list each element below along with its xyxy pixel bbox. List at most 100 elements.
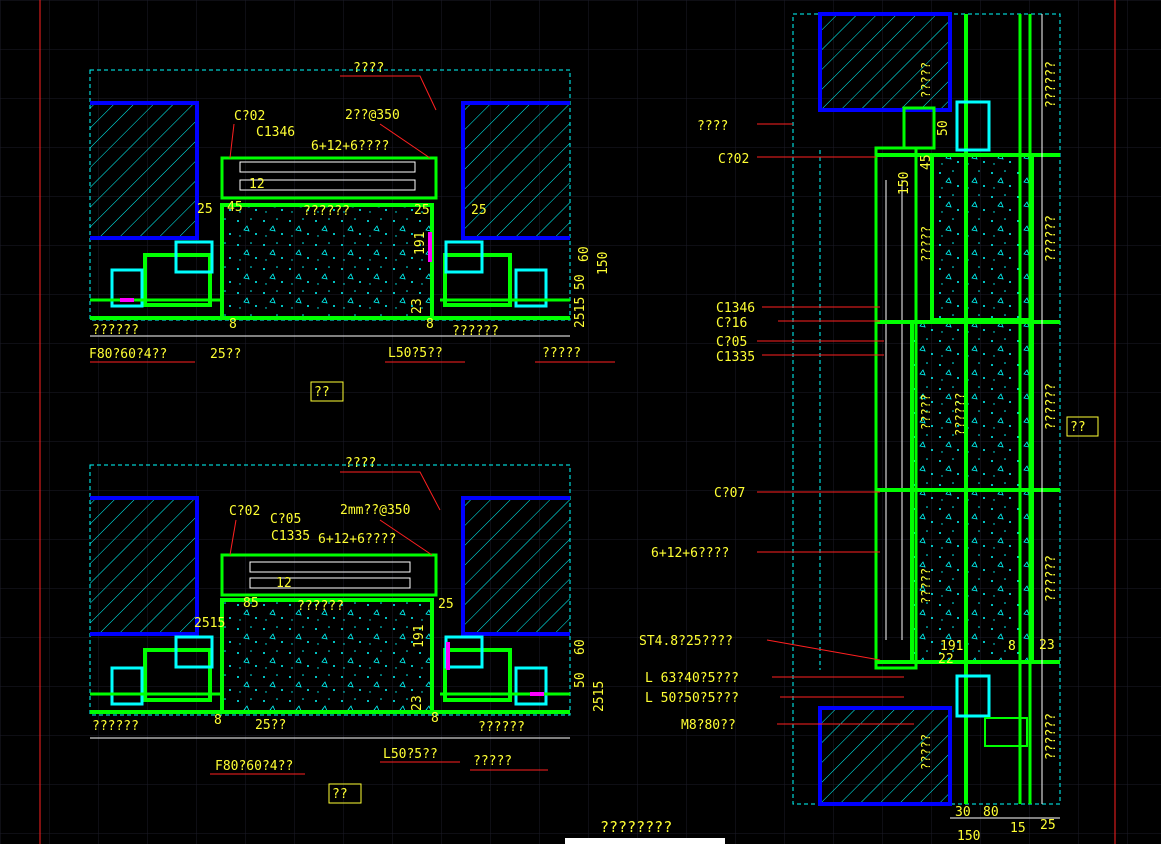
leader-st48 — [766, 639, 881, 661]
dim-25b: 25 — [414, 203, 430, 218]
label-top: ???? — [345, 456, 376, 471]
bracket-left-a — [174, 240, 214, 274]
inner-label-3: ?????? — [953, 393, 967, 436]
caption: ?? — [1070, 420, 1086, 435]
panel-1 — [930, 153, 1034, 322]
bracket-left-b — [110, 268, 144, 308]
label-c1346: C1346 — [716, 301, 755, 316]
v-label-1: ?????? — [1044, 61, 1059, 108]
bracket-top-2 — [902, 106, 936, 150]
caption: ?? — [332, 787, 348, 802]
label-c05: C?05 — [716, 335, 747, 350]
title-underline — [565, 838, 725, 844]
dim-85: 85 — [243, 596, 259, 611]
caption-box — [328, 783, 362, 804]
dim-22: 22 — [938, 652, 954, 667]
caption-box — [310, 381, 344, 402]
bottom-left-label: ?????? — [92, 323, 139, 338]
glass-pane — [249, 561, 411, 573]
label-anchor: 2??@350 — [345, 108, 400, 123]
dim-191: 191 — [413, 232, 428, 255]
label-glass: 6+12+6???? — [651, 546, 729, 561]
dim-8b: 8 — [426, 317, 434, 332]
label-st48: ST4.8?25???? — [639, 634, 733, 649]
bracket-bottom — [955, 674, 991, 718]
dim-12: 12 — [249, 177, 265, 192]
dim-50: 50 — [573, 672, 588, 688]
center-label: ?????? — [303, 204, 350, 219]
label-c16: C?16 — [716, 316, 747, 331]
label-c02: C?02 — [229, 504, 260, 519]
label-c02: C?02 — [234, 109, 265, 124]
wall-right — [461, 496, 570, 636]
dim-2515: 2515 — [194, 616, 225, 631]
concrete-panel — [220, 598, 434, 714]
label-c1346: C1346 — [256, 125, 295, 140]
dim-150v: 150 — [897, 172, 912, 195]
wall-right — [461, 101, 570, 240]
dim-60: 60 — [573, 639, 588, 655]
l50-label: L50?5?? — [383, 747, 438, 762]
window-frame — [220, 156, 438, 200]
caption: ?? — [314, 385, 330, 400]
dim-23: 23 — [410, 695, 425, 711]
bottom-right-label: ????? — [473, 754, 512, 769]
dim-23: 23 — [1039, 638, 1055, 653]
concrete-panel — [220, 203, 434, 320]
dim-8a: 8 — [229, 317, 237, 332]
dim-50: 50 — [573, 274, 588, 290]
bracket-right-a — [444, 240, 484, 274]
bracket-bottom-2 — [984, 717, 1028, 747]
v-label-4: ?????? — [1044, 555, 1059, 602]
dim-8b: 8 — [431, 711, 439, 726]
window-frame — [220, 553, 438, 597]
dim-8: 8 — [1008, 639, 1016, 654]
wall-top — [818, 12, 952, 112]
label-c05: C?05 — [270, 512, 301, 527]
dim-191: 191 — [940, 639, 963, 654]
label-c07: C?07 — [714, 486, 745, 501]
dim-25mm: 25?? — [255, 718, 286, 733]
glass-pane — [239, 161, 416, 173]
wall-left — [90, 496, 199, 636]
dim-80: 80 — [983, 805, 999, 820]
label-top: ???? — [353, 61, 384, 76]
v-label-3: ?????? — [1044, 383, 1059, 430]
dim-25: 25 — [1040, 818, 1056, 833]
sill-bracket-right — [443, 648, 512, 702]
leader-c02 — [229, 519, 237, 556]
drawing-title: ???????? — [600, 818, 672, 836]
bottom-mid-label: ?????? — [478, 720, 525, 735]
dim-60: 60 — [577, 246, 592, 262]
label-anchor: 2mm??@350 — [340, 503, 410, 518]
center-label: ?????? — [297, 599, 344, 614]
sill-bracket-right — [443, 253, 512, 307]
dim-23: 23 — [410, 298, 425, 314]
dim-45: 45 — [919, 154, 934, 170]
dim-25: 25 — [438, 597, 454, 612]
section-right: ???? C?02 C1346 C?16 C?05 C1335 C?07 6+1… — [639, 12, 1099, 844]
detail-top-left: ???? C?02 C1346 2??@350 6+12+6???? 12 25… — [89, 61, 615, 402]
label-glass: 6+12+6???? — [311, 139, 389, 154]
v-label-5: ?????? — [1044, 713, 1059, 760]
accent-mark-2 — [530, 692, 544, 696]
dim-25mm: 25?? — [210, 347, 241, 362]
inner-label-1: ????? — [919, 226, 933, 262]
dim-25a: 25 — [197, 202, 213, 217]
dim-2515b: 2515 — [592, 681, 607, 712]
detail-bottom-left: ???? C?02 C?05 C1335 2mm??@350 6+12+6???… — [89, 456, 607, 804]
label-c1335: C1335 — [271, 529, 310, 544]
dim-45: 45 — [227, 200, 243, 215]
bracket-left-b — [110, 666, 144, 706]
accent-mark — [428, 232, 432, 262]
inner-label-2: ????? — [919, 394, 933, 430]
label-c02: C?02 — [718, 152, 749, 167]
leader-c02 — [229, 123, 235, 159]
dim-150: 150 — [596, 252, 611, 275]
f80-label: F80?60?4?? — [215, 759, 293, 774]
inner-label-5: ????? — [919, 734, 933, 770]
bottom-mid-label: ?????? — [452, 324, 499, 339]
dim-8a: 8 — [214, 713, 222, 728]
inner-label-6: ????? — [919, 62, 933, 98]
